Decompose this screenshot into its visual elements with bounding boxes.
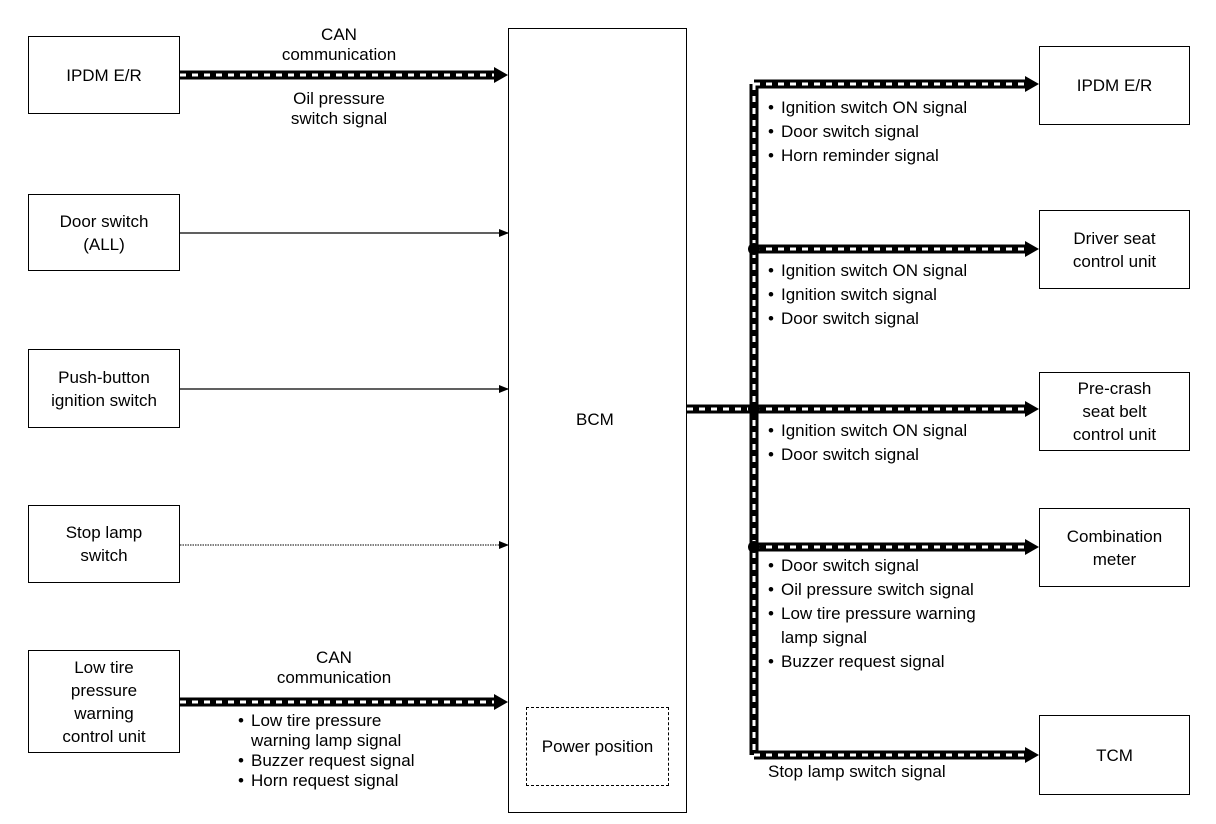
- signal-item: Ignition switch ON signal: [768, 259, 967, 283]
- ipdm-output-signal-list: Ignition switch ON signal Door switch si…: [768, 96, 967, 168]
- output-can-bus: [687, 76, 1039, 763]
- combination-meter-box: Combination meter: [1039, 508, 1190, 587]
- signal-item: Buzzer request signal: [768, 650, 976, 674]
- tire-signal-list: Low tire pressure warning lamp signal Bu…: [238, 711, 414, 791]
- signal-item: Door switch signal: [768, 120, 967, 144]
- signal-item: Horn reminder signal: [768, 144, 967, 168]
- ipdm-can-line: [180, 67, 508, 83]
- tire-signal-item: Buzzer request signal: [238, 751, 414, 771]
- ipdm-er-input-box: IPDM E/R: [28, 36, 180, 114]
- tire-signal-item: Low tire pressure warning lamp signal: [238, 711, 414, 751]
- ipdm-er-output-box: IPDM E/R: [1039, 46, 1190, 125]
- driver-seat-control-box: Driver seat control unit: [1039, 210, 1190, 289]
- signal-item: Door switch signal: [768, 554, 976, 578]
- signal-item: Ignition switch ON signal: [768, 96, 967, 120]
- oil-pressure-signal-label: Oil pressure switch signal: [290, 89, 388, 128]
- power-position-box: Power position: [526, 707, 669, 786]
- precrash-seat-belt-box: Pre-crash seat belt control unit: [1039, 372, 1190, 451]
- stop-lamp-switch-box: Stop lamp switch: [28, 505, 180, 583]
- tire-signal-item: Horn request signal: [238, 771, 414, 791]
- push-button-ignition-box: Push-button ignition switch: [28, 349, 180, 428]
- signal-item: Oil pressure switch signal: [768, 578, 976, 602]
- tire-can-line: [180, 694, 508, 710]
- signal-item: Door switch signal: [768, 307, 967, 331]
- signal-item: Low tire pressure warning lamp signal: [768, 602, 976, 650]
- bcm-label: BCM: [576, 410, 614, 429]
- low-tire-pressure-box: Low tire pressure warning control unit: [28, 650, 180, 753]
- combination-meter-signal-list: Door switch signal Oil pressure switch s…: [768, 554, 976, 674]
- driver-seat-signal-list: Ignition switch ON signal Ignition switc…: [768, 259, 967, 331]
- stop-lamp-signal-label: Stop lamp switch signal: [768, 762, 946, 781]
- signal-item: Door switch signal: [768, 443, 967, 467]
- signal-item: Ignition switch signal: [768, 283, 967, 307]
- precrash-signal-list: Ignition switch ON signal Door switch si…: [768, 419, 967, 467]
- bcm-box: [508, 28, 687, 813]
- tire-can-label: CAN communication: [276, 648, 392, 687]
- tcm-box: TCM: [1039, 715, 1190, 795]
- signal-item: Ignition switch ON signal: [768, 419, 967, 443]
- ipdm-can-label: CAN communication: [281, 25, 397, 64]
- door-switch-box: Door switch (ALL): [28, 194, 180, 271]
